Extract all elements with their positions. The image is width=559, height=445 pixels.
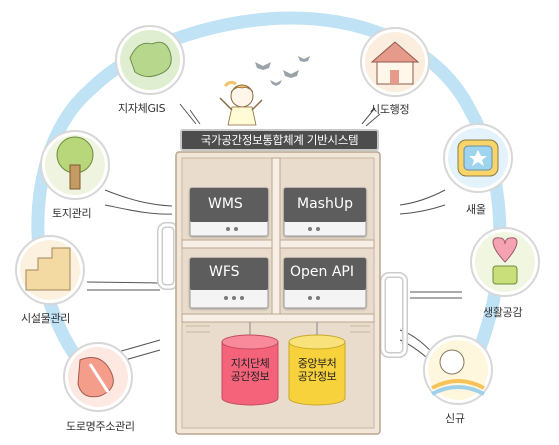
road-address-node	[63, 342, 133, 412]
server-mashup	[283, 187, 367, 237]
system-title: 국가공간정보통합체계 기반시스템	[180, 129, 379, 151]
db-central-label: 중앙부처 공간정보	[287, 357, 347, 383]
db-central-line1: 중앙부처	[297, 357, 337, 370]
db-central	[288, 334, 346, 406]
bird-icons	[255, 56, 310, 86]
label-land: 토지관리	[52, 207, 92, 220]
living-space-node	[470, 227, 540, 297]
new-node	[423, 335, 493, 405]
server-wms	[189, 187, 269, 237]
db-local-line2: 공간정보	[230, 370, 270, 383]
server-openapi	[283, 257, 367, 309]
label-local-gis: 지자체GIS	[118, 102, 166, 115]
label-new: 신규	[445, 412, 465, 425]
local-gis-node	[115, 25, 185, 95]
land-node	[40, 130, 110, 200]
city-admin-node	[360, 27, 430, 97]
server-label-wfs: WFS	[209, 264, 240, 280]
sae-eum-node	[443, 123, 513, 193]
label-living-space: 생활공감	[483, 306, 523, 319]
label-facility: 시설물관리	[21, 312, 71, 325]
connection-ring	[31, 11, 507, 385]
server-label-openapi: Open API	[290, 264, 354, 280]
label-sae-eum: 새올	[466, 203, 486, 216]
server-label-mashup: MashUp	[297, 196, 353, 212]
db-central-line2: 공간정보	[297, 370, 337, 383]
server-label-wms: WMS	[208, 196, 243, 212]
girl-illustration	[219, 80, 263, 126]
server-wfs	[189, 257, 269, 309]
facility-node	[15, 235, 85, 305]
db-local-line1: 지치단체	[230, 357, 270, 370]
db-links	[249, 322, 318, 335]
db-local	[221, 334, 279, 406]
label-city-admin: 시도행정	[370, 103, 410, 116]
label-road-address: 도로명주소관리	[66, 420, 135, 433]
db-local-label: 지치단체 공간정보	[220, 357, 280, 383]
